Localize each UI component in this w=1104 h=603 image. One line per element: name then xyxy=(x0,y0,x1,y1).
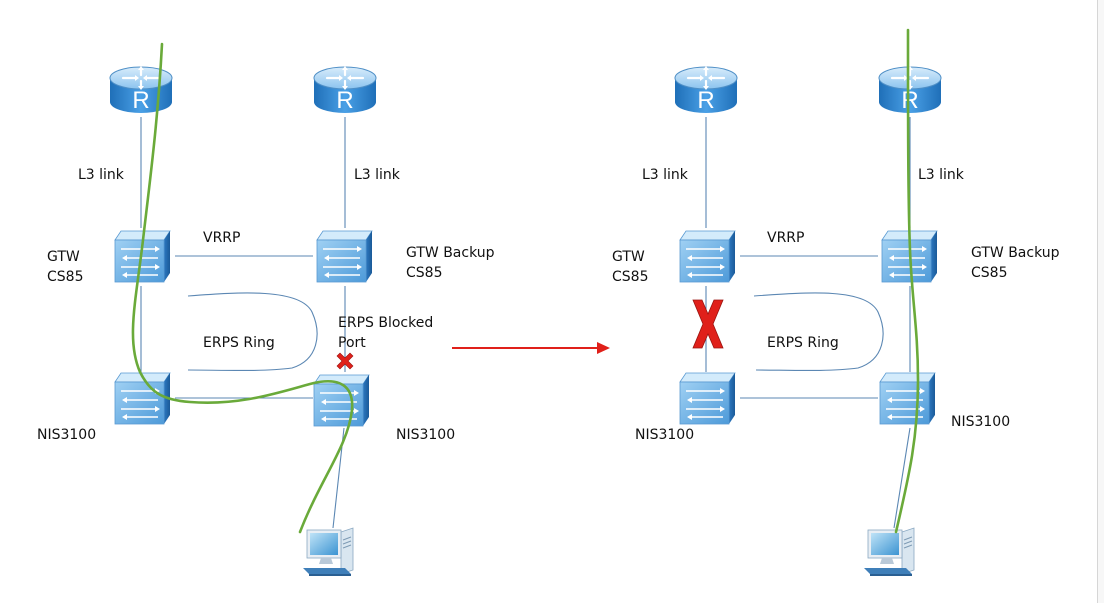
switch-icon xyxy=(879,372,936,425)
switch-icon xyxy=(679,372,736,425)
router-icon xyxy=(312,64,378,116)
nis-label: NIS3100 xyxy=(37,427,97,443)
scenario-failover xyxy=(673,28,943,577)
vrrp-label: VRRP xyxy=(767,230,805,246)
l3-link-label: L3 link xyxy=(918,167,964,183)
l3-link-label: L3 link xyxy=(354,167,400,183)
gtw-model-label: CS85 xyxy=(47,269,84,285)
gtw-name-label: GTW xyxy=(612,249,645,265)
erps-ring-label: ERPS Ring xyxy=(767,335,839,351)
gtw-name-label: GTW xyxy=(47,249,80,265)
vrrp-label: VRRP xyxy=(203,230,241,246)
blocked-port-label: ERPS Blocked xyxy=(338,315,434,331)
backup-model-label: CS85 xyxy=(971,265,1008,281)
window-edge xyxy=(1097,0,1104,603)
switch-icon xyxy=(114,372,171,425)
blocked-x-icon xyxy=(336,352,354,370)
access-link xyxy=(893,427,911,529)
router-icon xyxy=(108,64,174,116)
backup-name-label: GTW Backup xyxy=(971,245,1060,261)
switch-icon xyxy=(316,230,373,283)
scenario-normal xyxy=(108,42,378,577)
blocked-port-label-2: Port xyxy=(338,335,366,351)
l3-link-label: L3 link xyxy=(642,167,688,183)
router-icon xyxy=(673,64,739,116)
gtw-model-label: CS85 xyxy=(612,269,649,285)
pc-icon xyxy=(302,527,354,577)
link-failure-x-icon xyxy=(692,299,724,349)
nis-label: NIS3100 xyxy=(396,427,456,443)
backup-name-label: GTW Backup xyxy=(406,245,495,261)
traffic-path xyxy=(894,28,920,534)
erps-ring-label: ERPS Ring xyxy=(203,335,275,351)
router-icon xyxy=(877,64,943,116)
backup-model-label: CS85 xyxy=(406,265,443,281)
switch-icon xyxy=(679,230,736,283)
nis-label: NIS3100 xyxy=(635,427,695,443)
pc-icon xyxy=(863,527,915,577)
transition-arrow xyxy=(452,342,610,354)
nis-label: NIS3100 xyxy=(951,414,1011,430)
erps-ring-curve xyxy=(187,292,318,372)
erps-ring-curve xyxy=(753,292,884,372)
l3-link-label: L3 link xyxy=(78,167,124,183)
traffic-path xyxy=(131,42,354,534)
